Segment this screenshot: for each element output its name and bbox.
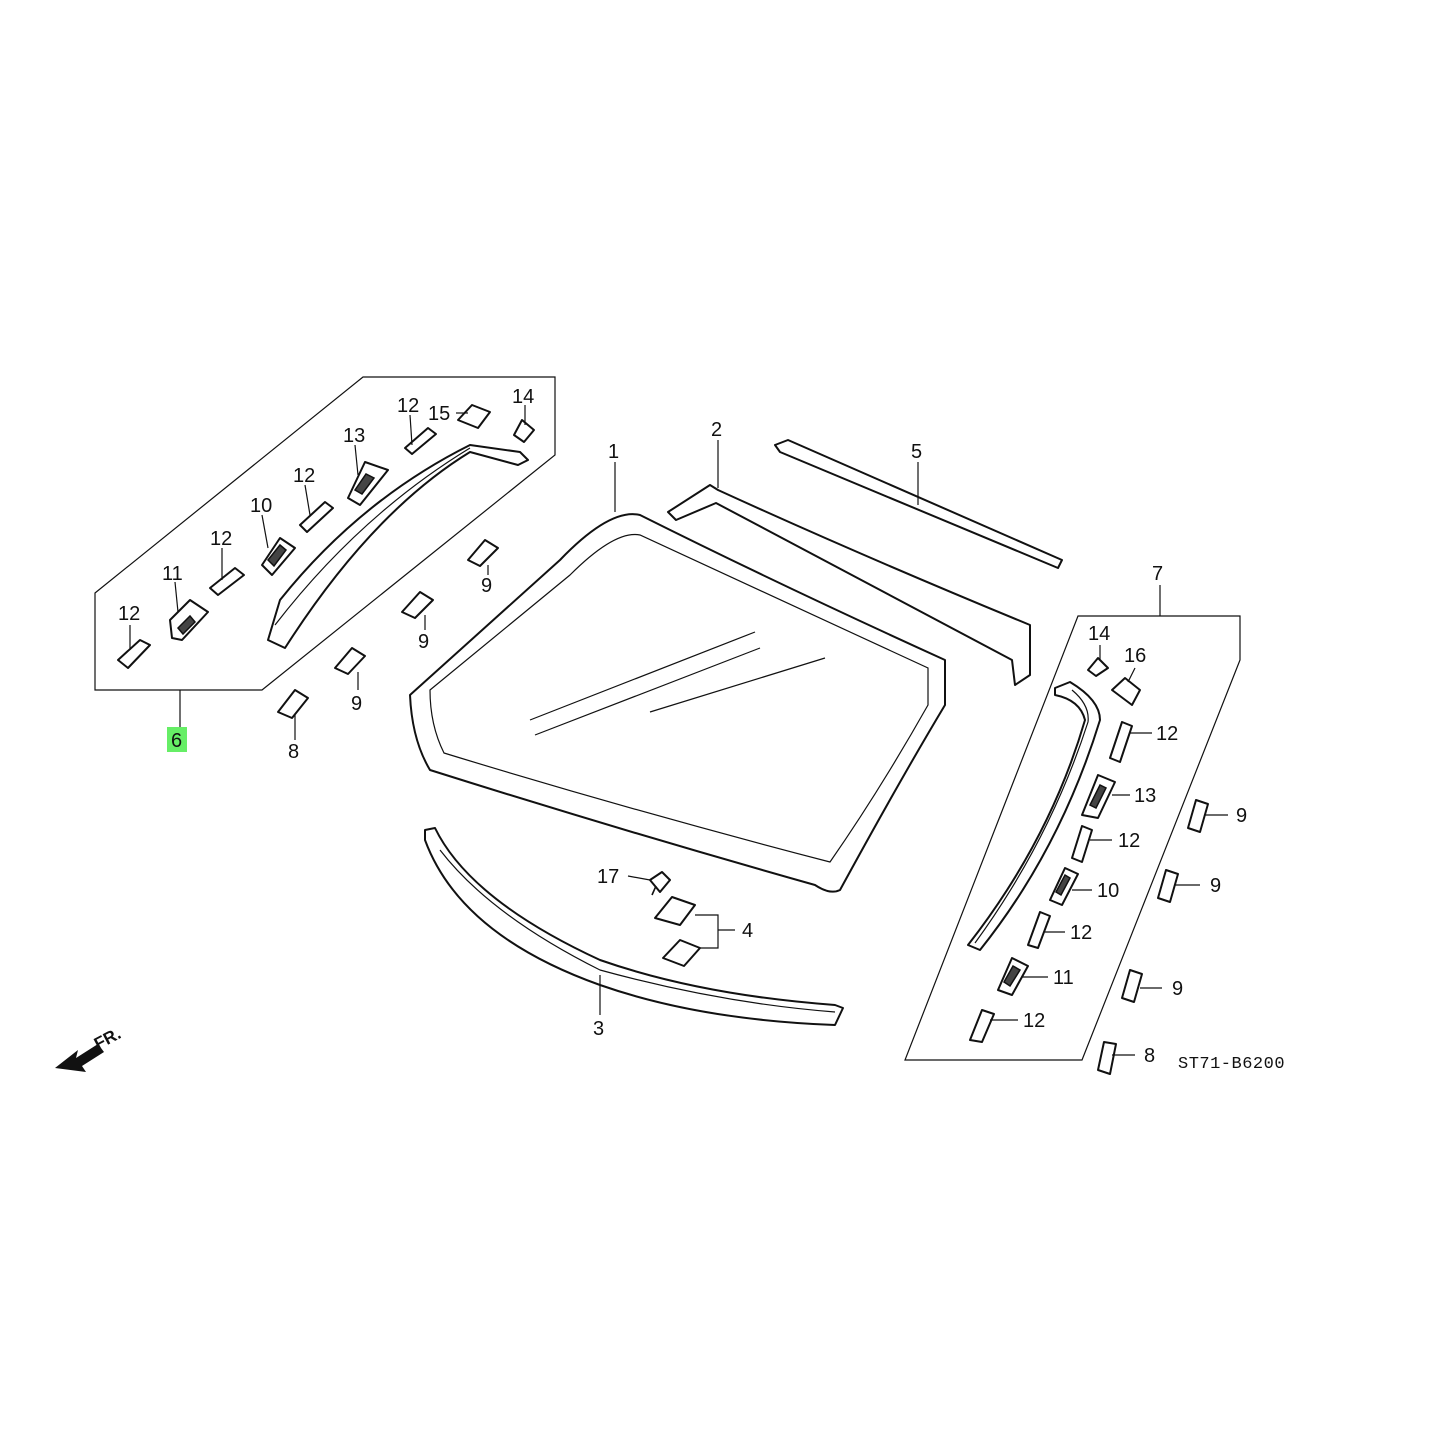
clip-left-12d[interactable] [404,427,437,455]
clip-right-12d[interactable] [969,1009,995,1043]
callout-left-14: 14 [512,386,534,408]
callout-right-13: 13 [1134,785,1156,807]
callout-left-9a: 9 [481,575,492,597]
callout-right-12b: 12 [1118,830,1140,852]
clip-right-12a[interactable] [1109,721,1133,763]
clip-right-12b[interactable] [1071,825,1093,863]
leader-lines [129,405,1228,1056]
clip-left-11[interactable] [169,599,209,641]
left-group-outline [94,376,556,691]
clip-right-9-c[interactable] [1121,969,1143,1003]
clip-right-10[interactable] [1049,867,1079,906]
callout-4: 4 [742,920,753,942]
callout-7: 7 [1152,563,1163,585]
clip-right-11[interactable] [997,957,1029,996]
clip-left-15[interactable] [457,404,491,429]
clip-right-12c[interactable] [1027,911,1051,949]
callout-5: 5 [911,441,922,463]
callout-right-16: 16 [1124,645,1146,667]
callout-left-12b: 12 [210,528,232,550]
clip-right-13[interactable] [1081,774,1116,819]
callout-17: 17 [597,866,619,888]
front-arrow-icon: FR. [55,1024,124,1072]
diagram-code: ST71-B6200 [1178,1055,1285,1074]
right-side-molding[interactable] [967,681,1101,951]
callout-left-13: 13 [343,425,365,447]
callout-1: 1 [608,441,619,463]
callout-left-12c: 12 [293,465,315,487]
clip-left-13[interactable] [347,461,389,506]
clip-left-12b[interactable] [209,567,245,596]
bracket-4-upper[interactable] [654,896,696,926]
callout-6-highlight [167,727,187,752]
clip-9-c[interactable] [334,647,366,675]
clip-right-14[interactable] [1087,657,1109,677]
callout-left-11: 11 [162,563,183,585]
upper-molding[interactable] [667,484,1031,686]
callout-left-15: 15 [428,403,450,425]
clip-left-12a[interactable] [117,639,151,669]
callout-left-10: 10 [250,495,272,517]
callout-right-8: 8 [1144,1045,1155,1067]
clip-left-14[interactable] [513,419,535,443]
callout-right-10: 10 [1097,880,1119,902]
callout-2: 2 [711,419,722,441]
clip-8-left[interactable] [277,689,309,719]
callout-right-12c: 12 [1070,922,1092,944]
bracket-4-lower[interactable] [662,939,701,967]
bolt-17[interactable] [649,871,671,896]
callout-left-12a: 12 [118,603,140,625]
callout-right-11: 11 [1053,967,1074,989]
callout-right-12d: 12 [1023,1010,1045,1032]
clip-9-a[interactable] [467,539,499,567]
clip-left-12c[interactable] [299,501,334,533]
clip-right-8[interactable] [1097,1041,1117,1075]
right-group-outline [904,615,1241,1061]
lower-seal[interactable] [424,827,844,1026]
callout-right-9a: 9 [1236,805,1247,827]
callout-left-12d: 12 [397,395,419,417]
callout-right-14: 14 [1088,623,1110,645]
left-side-molding[interactable] [267,444,529,649]
callout-left-9b: 9 [418,631,429,653]
clip-right-9-a[interactable] [1187,799,1209,833]
callout-left-9c: 9 [351,693,362,715]
callout-right-9b: 9 [1210,875,1221,897]
clip-right-9-b[interactable] [1157,869,1179,903]
callout-right-9c: 9 [1172,978,1183,1000]
callout-right-12a: 12 [1156,723,1178,745]
windshield-glass[interactable] [409,513,946,893]
callout-left-8: 8 [288,741,299,763]
clip-left-10[interactable] [261,537,296,576]
clip-right-16[interactable] [1111,677,1141,706]
callout-3: 3 [593,1018,604,1040]
callout-6[interactable]: 6 [171,730,182,752]
clip-9-b[interactable] [401,591,434,619]
